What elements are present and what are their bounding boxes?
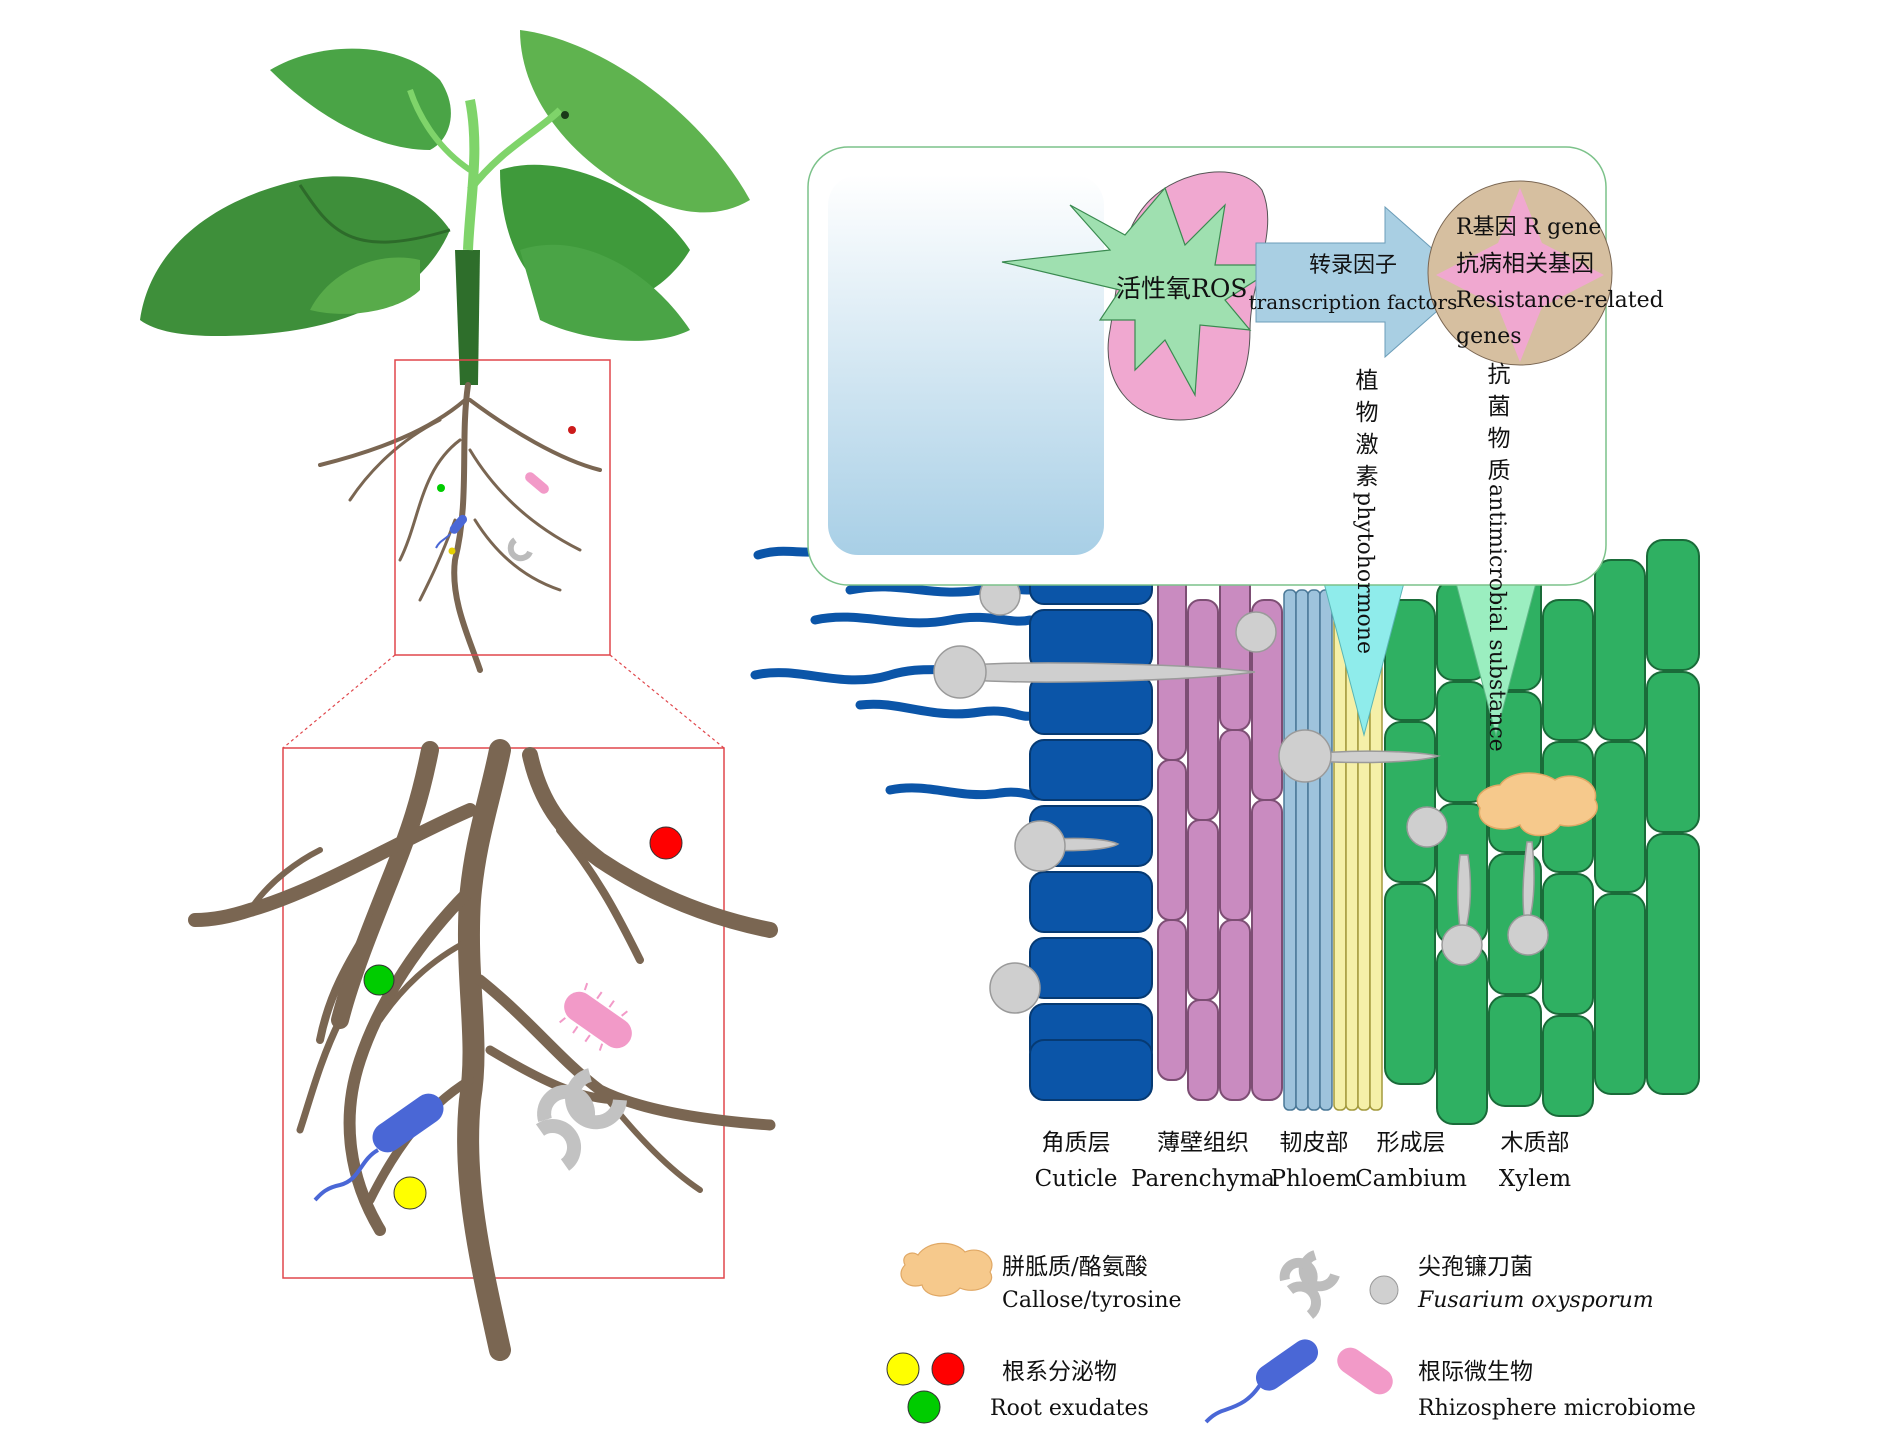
legend-spore-icon <box>1369 1275 1399 1305</box>
legend-fusarium-cn: 尖孢镰刀菌 <box>1418 1254 1533 1280</box>
rgene-line2: 抗病相关基因 <box>1456 251 1594 277</box>
plant-shoot <box>140 30 750 385</box>
leaf-left <box>140 176 450 337</box>
large-root-system <box>188 739 778 1361</box>
legend-callose-cn: 胼胝质/酪氨酸 <box>1002 1254 1148 1280</box>
legend-microbiome-en: Rhizosphere microbiome <box>1418 1396 1696 1421</box>
r-gene-star <box>1436 188 1604 362</box>
phloem-label-cn: 韧皮部 <box>1279 1130 1349 1156</box>
antimicrobial-label-cn: 抗菌物质 <box>1483 362 1509 490</box>
zoom-fusarium <box>535 1068 627 1171</box>
cuticle-label-en: Cuticle <box>1034 1166 1118 1192</box>
small-microbe-blue <box>449 514 468 534</box>
legend-bacteria-icon <box>1204 1339 1393 1424</box>
legend-exudates-cn: 根系分泌物 <box>1002 1359 1117 1385</box>
parenchyma-label-cn: 薄壁组织 <box>1157 1130 1249 1156</box>
cambium-label-en: Cambium <box>1355 1166 1467 1192</box>
xylem-layer <box>1384 539 1700 1125</box>
zoom-exudate-red <box>649 826 683 860</box>
stem <box>455 250 480 385</box>
phloem-layer <box>1283 589 1333 1111</box>
cambium-label-cn: 形成层 <box>1376 1130 1446 1156</box>
xylem-label-cn: 木质部 <box>1500 1130 1570 1156</box>
phytohormone-label-en: phytohormone <box>1352 492 1377 654</box>
rgene-line1: R基因 R gene <box>1456 215 1602 240</box>
legend-exudate-yellow-icon <box>886 1352 920 1386</box>
zoom-exudate-green <box>363 964 395 996</box>
leaf-top-left <box>270 48 451 150</box>
small-exudate-red <box>568 426 576 434</box>
cambium-layer <box>1333 599 1383 1111</box>
zoom-microbe-blue <box>313 1093 444 1202</box>
small-exudate-green <box>437 484 445 492</box>
legend-callose-icon <box>900 1242 993 1297</box>
phloem-label-en: Phloem <box>1270 1166 1358 1192</box>
legend-fusarium-en: Fusarium oxysporum <box>1418 1288 1654 1313</box>
small-microbe-pink <box>525 472 549 494</box>
legend-exudate-green-icon <box>907 1390 941 1424</box>
antimicrobial-label-en: antimicrobial substance <box>1484 484 1509 752</box>
legend-exudate-red-icon <box>931 1352 965 1386</box>
tf-label-cn: 转录因子 <box>1308 253 1398 278</box>
legend-exudates-en: Root exudates <box>990 1396 1149 1421</box>
parenchyma-label-en: Parenchyma <box>1131 1166 1275 1192</box>
root-zoom-source-box <box>394 359 611 656</box>
phytohormone-label-cn: 植物激素 <box>1351 368 1377 496</box>
small-fusarium <box>507 537 533 562</box>
zoom-microbe-pink <box>559 982 632 1051</box>
leaf-lower-left <box>310 257 420 314</box>
fusarium-invasion <box>933 574 1549 1014</box>
legend-callose-en: Callose/tyrosine <box>1002 1288 1182 1313</box>
vacuole <box>828 175 1104 555</box>
tf-arrow <box>1255 205 1471 359</box>
leaf-top-right <box>520 30 750 213</box>
rgene-line4: genes <box>1456 324 1522 349</box>
callose-deposit <box>1476 772 1598 837</box>
cuticle-layer <box>1029 547 1153 1101</box>
xylem-label-en: Xylem <box>1498 1166 1572 1192</box>
legend-microbiome-cn: 根际微生物 <box>1418 1359 1533 1385</box>
zoom-exudate-yellow <box>393 1176 427 1210</box>
ros-label: 活性氧ROS <box>1116 274 1248 303</box>
leaf-lower-right <box>520 244 690 341</box>
tf-label-en: transcription factors <box>1248 290 1458 314</box>
ros-burst <box>1001 186 1283 398</box>
small-exudate-yellow <box>448 547 456 555</box>
rgene-line3: Resistance-related <box>1456 288 1664 313</box>
cuticle-label-cn: 角质层 <box>1041 1130 1111 1156</box>
legend-fusarium-icon <box>1279 1250 1340 1319</box>
